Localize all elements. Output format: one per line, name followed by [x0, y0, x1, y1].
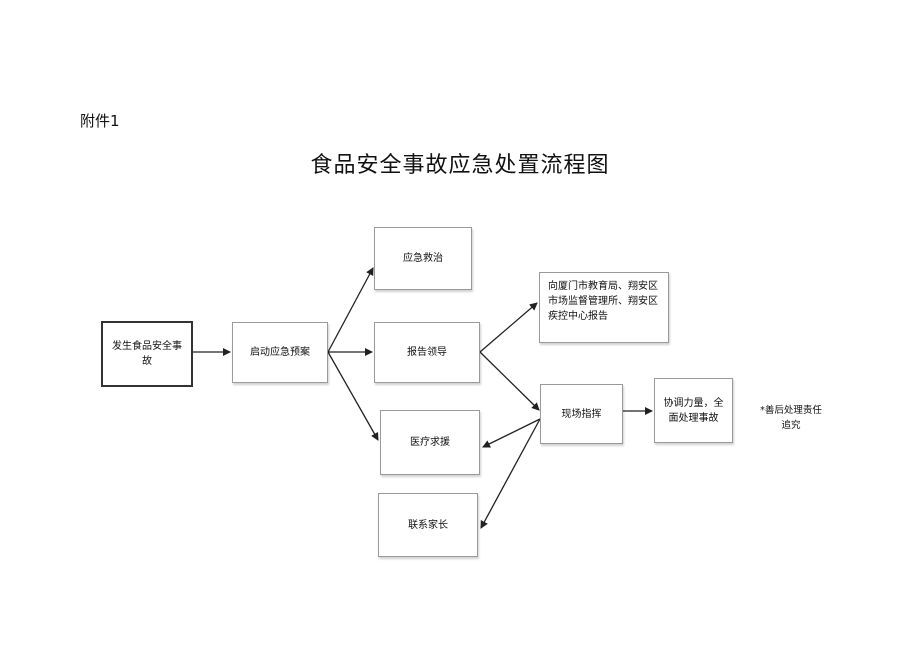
arrow-plan-to-rescue — [327, 267, 374, 353]
arrow-command-to-contact — [480, 418, 541, 529]
node-plan: 启动应急预案 — [232, 322, 328, 383]
page-title: 食品安全事故应急处置流程图 — [310, 153, 610, 178]
node-coordinate: 协调力量，全面处理事故 — [654, 378, 733, 443]
arrow-report-to-notify — [479, 302, 538, 353]
attachment-label: 附件1 — [80, 112, 120, 130]
node-start: 发生食品安全事故 — [101, 321, 193, 387]
node-command: 现场指挥 — [540, 384, 623, 444]
aftermath-note: *善后处理责任追究 — [760, 405, 822, 431]
node-notify: 向厦门市教育局、翔安区市场监督管理所、翔安区疾控中心报告 — [539, 272, 669, 343]
arrow-command-to-medical — [482, 418, 541, 448]
node-contact: 联系家长 — [378, 493, 478, 557]
node-report: 报告领导 — [374, 322, 480, 383]
arrow-report-to-command — [479, 351, 540, 411]
node-rescue: 应急救治 — [374, 227, 472, 290]
node-medical: 医疗求援 — [380, 410, 480, 475]
arrow-plan-to-medical — [327, 351, 379, 441]
